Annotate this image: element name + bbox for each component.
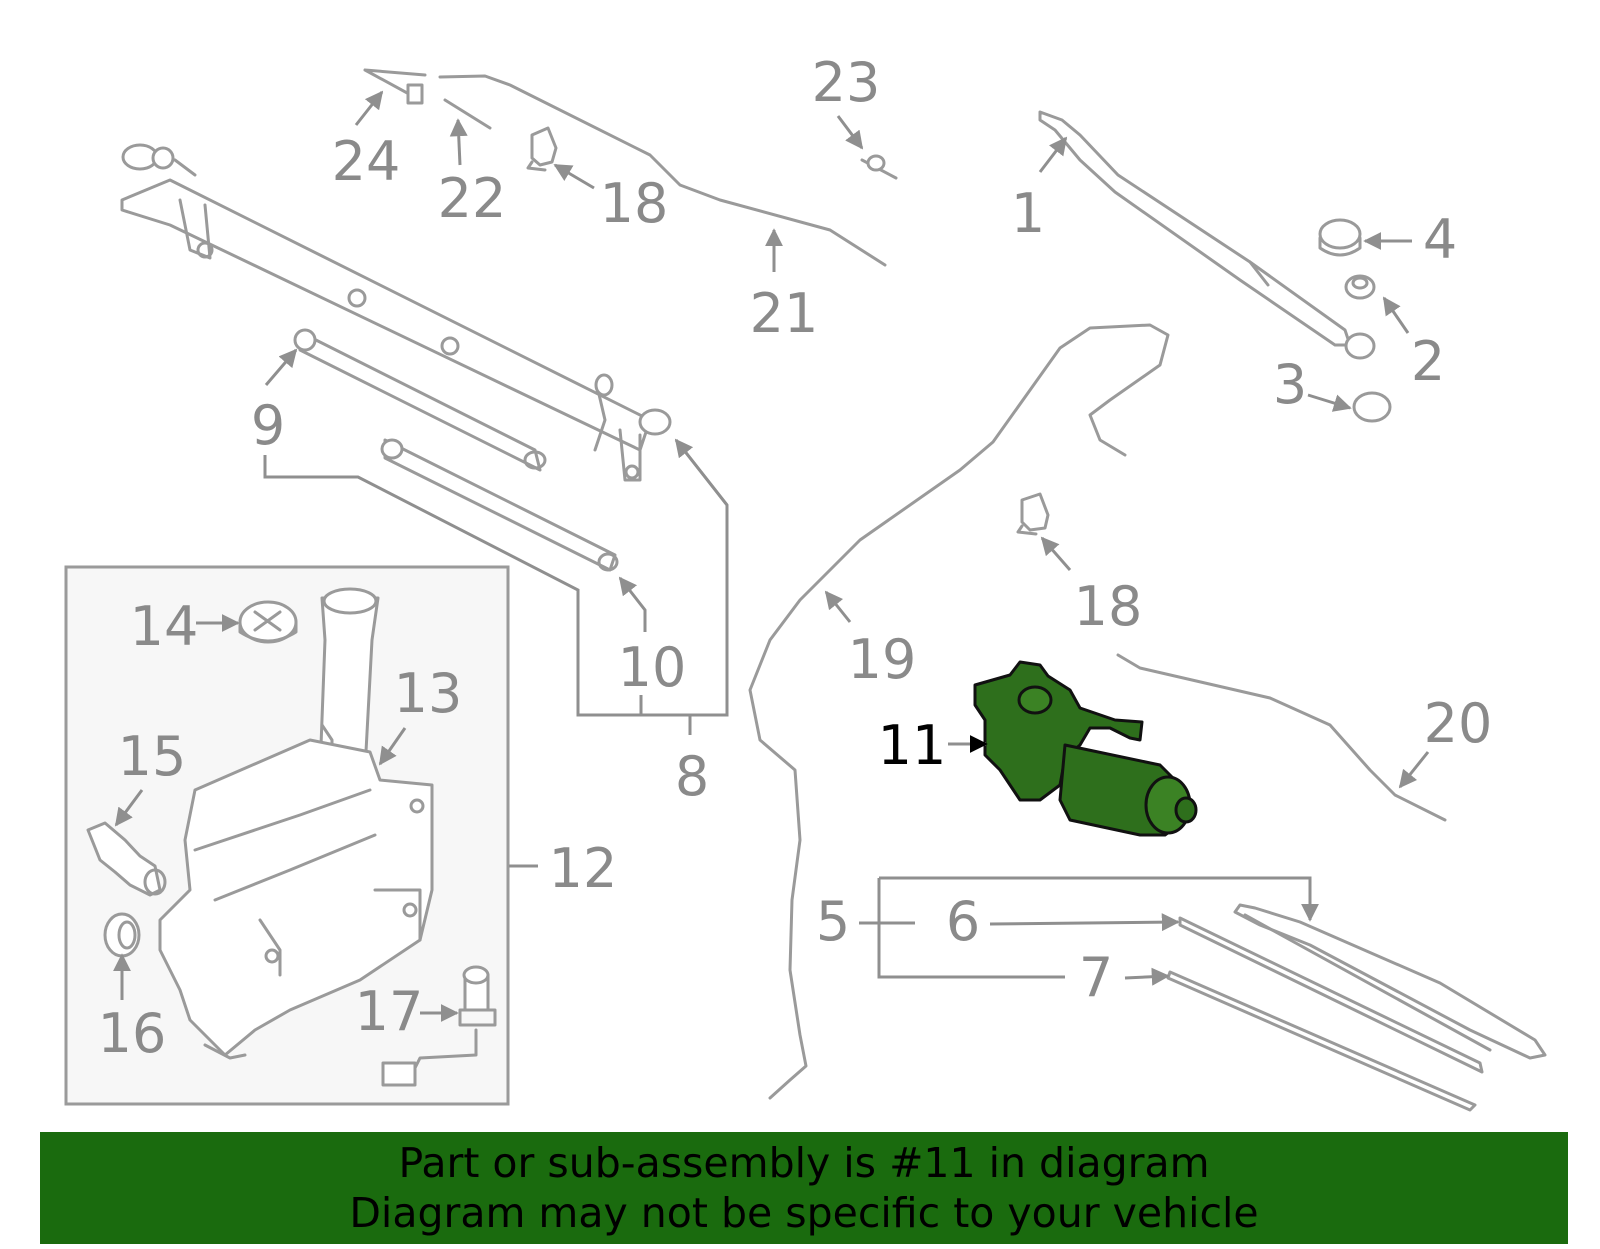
callout-23: 23: [812, 51, 881, 114]
callout-22: 22: [438, 167, 507, 230]
callout-15: 15: [118, 725, 187, 788]
callout-5: 5: [816, 890, 850, 953]
wiper-motor-11-part: [973, 660, 1198, 837]
pump-15-part: [86, 821, 167, 897]
washer-3-part: [1352, 391, 1392, 423]
callout-17: 17: [355, 980, 424, 1043]
link-9-part: [293, 328, 547, 472]
connector-23-part: [860, 154, 898, 180]
nozzle-18-right-part: [1016, 492, 1050, 536]
banner-line-disclaimer: Diagram may not be specific to your vehi…: [349, 1189, 1259, 1237]
cap-4-part: [1318, 218, 1362, 257]
callout-11: 11: [878, 714, 947, 777]
callout-24: 24: [332, 130, 401, 193]
sensor-17-part: [381, 965, 497, 1087]
link-10-part: [380, 438, 619, 572]
tube-22-part: [443, 98, 492, 130]
nut-2-part: [1344, 274, 1376, 300]
callout-1: 1: [1011, 182, 1045, 245]
callout-4: 4: [1423, 208, 1457, 271]
callout-14: 14: [130, 595, 199, 658]
reservoir-13-part: [158, 587, 434, 1060]
bracket-8: [263, 439, 729, 717]
callout-3: 3: [1273, 353, 1307, 416]
callout-13: 13: [394, 662, 463, 725]
connector-24-part: [363, 68, 427, 105]
callout-16: 16: [98, 1002, 167, 1065]
callout-18-top: 18: [600, 172, 669, 235]
nozzle-18-top-part: [526, 126, 558, 172]
wiper-arm-1-part: [1038, 110, 1376, 360]
banner-line-part-number: Part or sub-assembly is #11 in diagram: [398, 1139, 1210, 1187]
callout-12: 12: [549, 837, 618, 900]
hose-19-part: [748, 323, 1170, 1100]
hose-21-part: [438, 74, 887, 267]
callout-19: 19: [848, 628, 917, 691]
callout-2: 2: [1411, 330, 1445, 393]
callout-21: 21: [750, 282, 819, 345]
callout-9: 9: [251, 394, 285, 457]
cap-14-part: [238, 600, 298, 644]
grommet-16-part: [103, 912, 141, 958]
callout-20: 20: [1424, 692, 1493, 755]
wiper-linkage-part: [120, 143, 672, 482]
callout-18-right: 18: [1074, 575, 1143, 638]
callout-10: 10: [618, 636, 687, 699]
info-banner: Part or sub-assembly is #11 in diagram D…: [40, 1132, 1568, 1244]
callout-8: 8: [675, 745, 709, 808]
hose-20-part: [1116, 653, 1447, 822]
wiper-blade-part: [1166, 903, 1547, 1112]
callout-7: 7: [1079, 946, 1113, 1009]
callout-6: 6: [946, 890, 980, 953]
